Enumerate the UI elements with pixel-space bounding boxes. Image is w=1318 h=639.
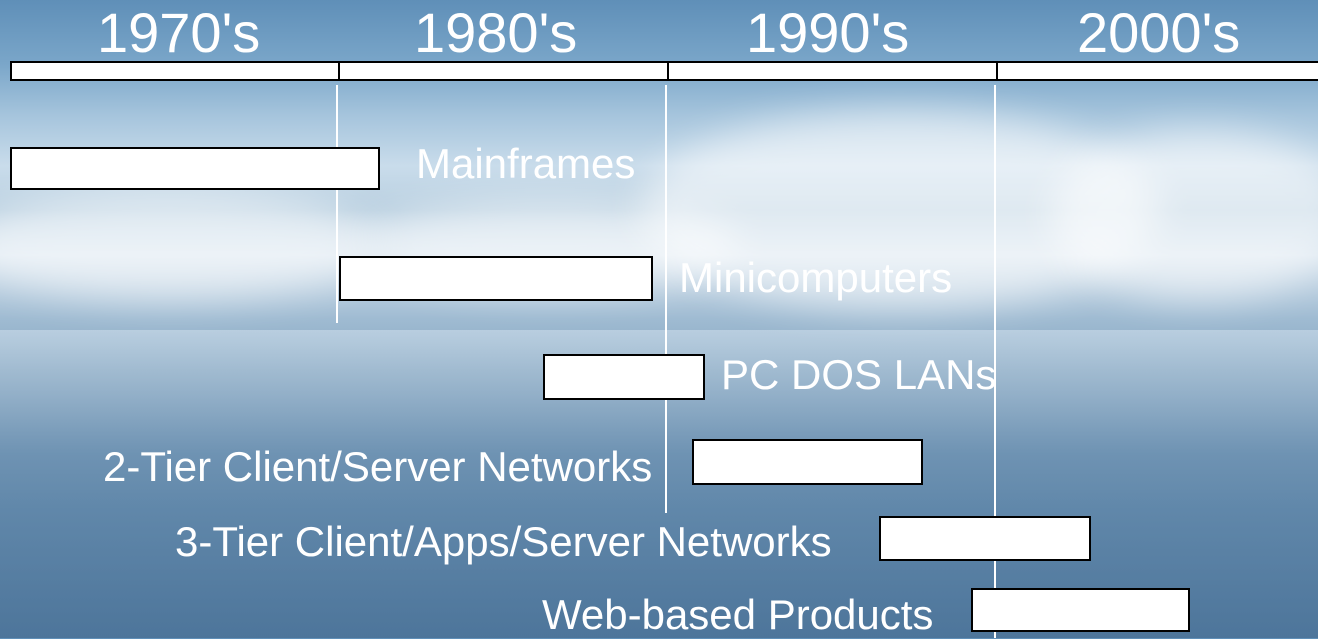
era-bar-3-tier [879, 516, 1091, 561]
era-bar-2-tier [692, 439, 923, 485]
divider-1990 [665, 85, 667, 513]
timeline-axis [10, 61, 1318, 81]
divider-1980 [336, 85, 338, 323]
divider-2000 [994, 85, 996, 638]
era-bar-web-based [971, 588, 1190, 632]
era-label-pc-dos-lans: PC DOS LANs [721, 351, 997, 398]
axis-tick-1990 [667, 61, 669, 81]
era-label-2-tier: 2-Tier Client/Server Networks [103, 443, 653, 490]
decade-1980s-label: 1980's [414, 1, 578, 64]
era-bar-pc-dos-lans [543, 354, 705, 400]
decade-2000s-label: 2000's [1077, 1, 1241, 64]
axis-tick-2000 [996, 61, 998, 81]
era-bar-minicomputers [339, 256, 653, 301]
era-label-minicomputers: Minicomputers [679, 254, 953, 301]
era-label-mainframes: Mainframes [416, 140, 636, 187]
era-label-web-based: Web-based Products [542, 591, 934, 638]
axis-tick-1980 [338, 61, 340, 81]
era-label-3-tier: 3-Tier Client/Apps/Server Networks [175, 518, 832, 565]
decade-1970s-label: 1970's [97, 1, 261, 64]
era-bar-mainframes [10, 147, 380, 190]
decade-1990s-label: 1990's [746, 1, 910, 64]
